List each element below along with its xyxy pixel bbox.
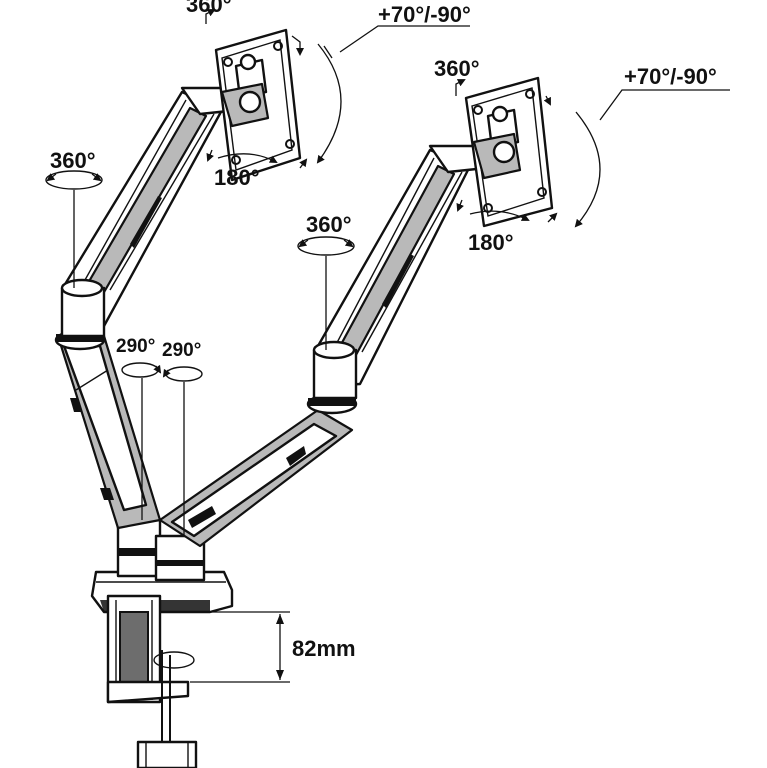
rotation-indicators [45, 9, 730, 536]
label-base-joint-left: 290° [116, 336, 155, 357]
label-top-left-swivel: 180° [214, 165, 260, 190]
left-upper-arm [60, 86, 240, 338]
left-lower-arm [54, 329, 162, 530]
label-top-left-rotation: 360° [186, 0, 232, 17]
label-clamp-height: 82mm [292, 636, 356, 661]
label-top-right-rotation: 360° [434, 56, 480, 81]
label-top-right-tilt: +70°/-90° [624, 64, 717, 89]
clamp-dimension [190, 611, 290, 683]
desk-clamp [90, 570, 234, 768]
right-lower-arm [158, 393, 358, 548]
label-top-left-tilt: +70°/-90° [378, 2, 471, 27]
right-vesa-plate [464, 76, 554, 228]
right-upper-arm [312, 144, 488, 400]
left-vesa-plate [214, 28, 302, 182]
label-left-arm-swivel: 360° [50, 148, 96, 173]
label-center-arm-swivel: 360° [306, 212, 352, 237]
label-base-joint-right: 290° [162, 340, 201, 361]
label-top-right-swivel: 180° [468, 230, 514, 255]
center-column [116, 518, 206, 582]
